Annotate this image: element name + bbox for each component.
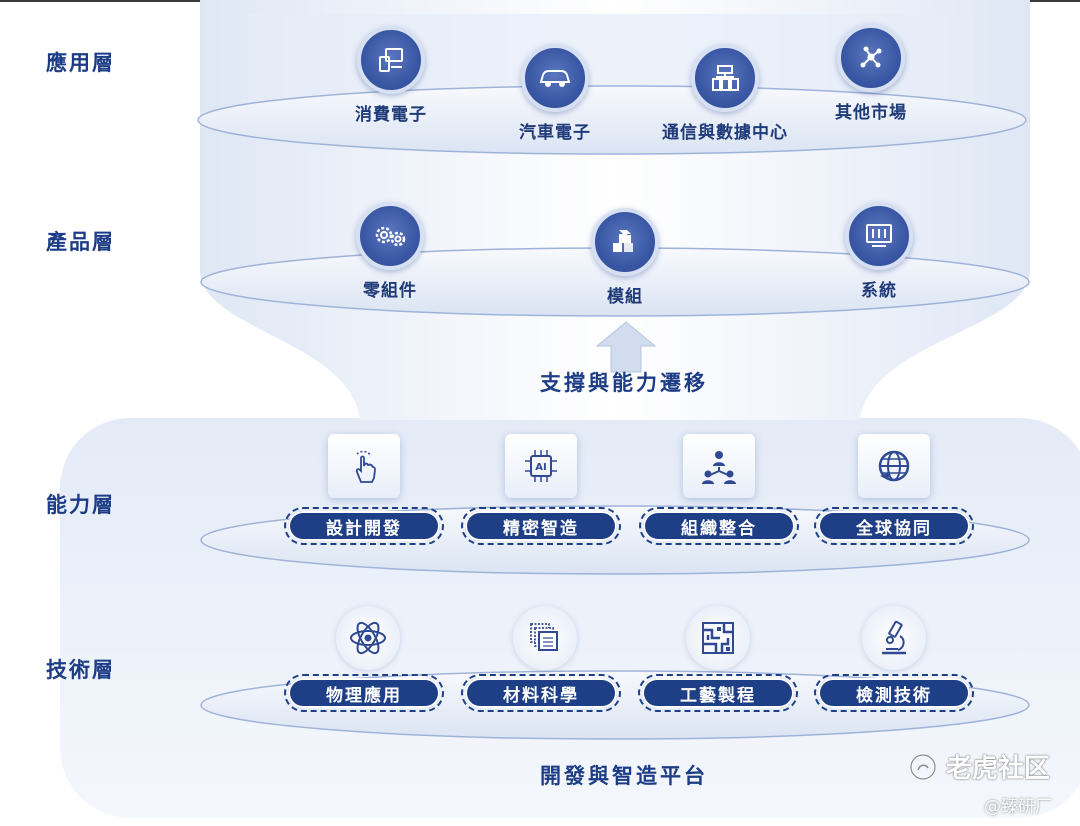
pill-process-manufacturing: 工藝製程 (638, 674, 798, 712)
globe-icon (858, 434, 930, 498)
node-systems: 系統 (799, 202, 959, 301)
node-label: 其他市場 (835, 103, 907, 123)
pill-organization-integration: 組織整合 (639, 507, 799, 545)
cubes-icon (591, 208, 659, 276)
node-consumer-electronics: 消費電子 (311, 26, 471, 125)
node-precision-manufacturing: AI (461, 434, 621, 498)
org-icon (683, 434, 755, 498)
server-icon (691, 44, 759, 112)
watermark-brand: 老虎社区 (908, 748, 1050, 785)
layers-icon (513, 606, 577, 670)
pill-inspection-technology: 檢測技術 (814, 674, 974, 712)
node-label: 消費電子 (355, 105, 427, 125)
node-inspection-technology (814, 606, 974, 670)
node-process-manufacturing (638, 606, 798, 670)
node-materials-science (465, 606, 625, 670)
label-capability-layer: 能力層 (46, 492, 115, 517)
node-label: 系統 (861, 281, 897, 301)
node-design-development (284, 434, 444, 498)
node-label: 汽車電子 (519, 123, 591, 143)
node-modules: 模組 (545, 208, 705, 307)
monitor-icon (845, 202, 913, 270)
pill-materials-science: 材料科學 (461, 674, 621, 712)
gears-icon (356, 202, 424, 270)
touch-icon (328, 434, 400, 498)
tiger-logo-icon (909, 753, 937, 780)
pill-precision-manufacturing: 精密智造 (461, 507, 621, 545)
label-technology-layer: 技術層 (46, 657, 115, 682)
ai-chip-icon: AI (505, 434, 577, 498)
devices-icon (357, 26, 425, 94)
node-label: 零組件 (363, 281, 417, 301)
node-label: 模組 (607, 287, 643, 307)
pill-physics-application: 物理應用 (284, 674, 444, 712)
network-icon (837, 24, 905, 92)
support-migration-text: 支撐與能力遷移 (540, 370, 708, 395)
watermark-brand-text: 老虎社区 (946, 754, 1051, 784)
label-application-layer: 應用層 (46, 50, 115, 75)
atom-icon (336, 606, 400, 670)
label-product-layer: 產品層 (46, 229, 115, 254)
node-label: 通信與數據中心 (662, 123, 788, 143)
node-physics-application (288, 606, 448, 670)
node-global-collaboration (814, 434, 974, 498)
node-components: 零組件 (310, 202, 470, 301)
car-icon (521, 44, 589, 112)
svg-text:AI: AI (535, 462, 546, 473)
platform-text: 開發與智造平台 (540, 763, 708, 788)
node-organization-integration (639, 434, 799, 498)
node-telecom-datacenter: 通信與數據中心 (645, 44, 805, 143)
up-arrow-icon (595, 321, 657, 373)
node-automotive-electronics: 汽車電子 (475, 44, 635, 143)
circuit-icon (686, 606, 750, 670)
watermark-handle: @臻研厂 (984, 797, 1052, 817)
application-disc (197, 85, 1027, 155)
pill-design-development: 設計開發 (284, 507, 444, 545)
microscope-icon (862, 606, 926, 670)
pill-global-collaboration: 全球協同 (814, 507, 974, 545)
node-other-markets: 其他市場 (791, 24, 951, 123)
